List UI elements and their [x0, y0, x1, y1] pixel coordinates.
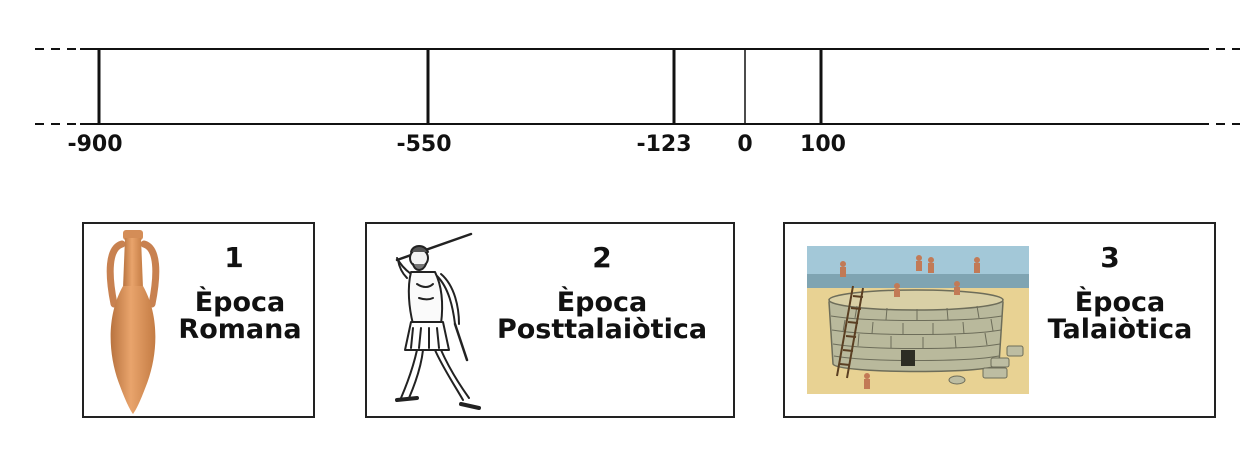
card-title-line2: Posttalaiòtica: [496, 314, 708, 345]
card-epoca-talaiotica: 3 Època Talaiòtica: [783, 222, 1216, 418]
tick-label: -123: [636, 132, 692, 157]
tick-label: 100: [800, 132, 846, 157]
card-title: Època Posttalaiòtica: [477, 289, 727, 343]
card-title-line1: Època: [1074, 287, 1166, 318]
card-title-line1: Època: [194, 287, 286, 318]
timeline: -900 -550 -123 0 100: [0, 0, 1240, 170]
timeline-bars: [35, 48, 1240, 125]
card-epoca-posttalaiotica: 2 Època Posttalaiòtica: [365, 222, 735, 418]
tick-label: -900: [67, 132, 123, 157]
card-epoca-romana: 1 Època Romana: [82, 222, 315, 418]
card-title: Època Talaiòtica: [1035, 289, 1205, 343]
warrior-slinger-icon: [395, 232, 481, 410]
card-number: 1: [224, 241, 244, 274]
talaiot-construction-icon: [807, 246, 1029, 394]
card-number: 3: [1100, 241, 1120, 274]
tick-label: 0: [737, 132, 753, 157]
tick-label: -550: [396, 132, 452, 157]
card-title: Època Romana: [170, 289, 310, 343]
card-number: 2: [592, 241, 612, 274]
card-title-line2: Romana: [178, 314, 302, 345]
card-title-line2: Talaiòtica: [1047, 314, 1193, 345]
card-title-line1: Època: [556, 287, 648, 318]
amphora-icon: [106, 230, 160, 414]
